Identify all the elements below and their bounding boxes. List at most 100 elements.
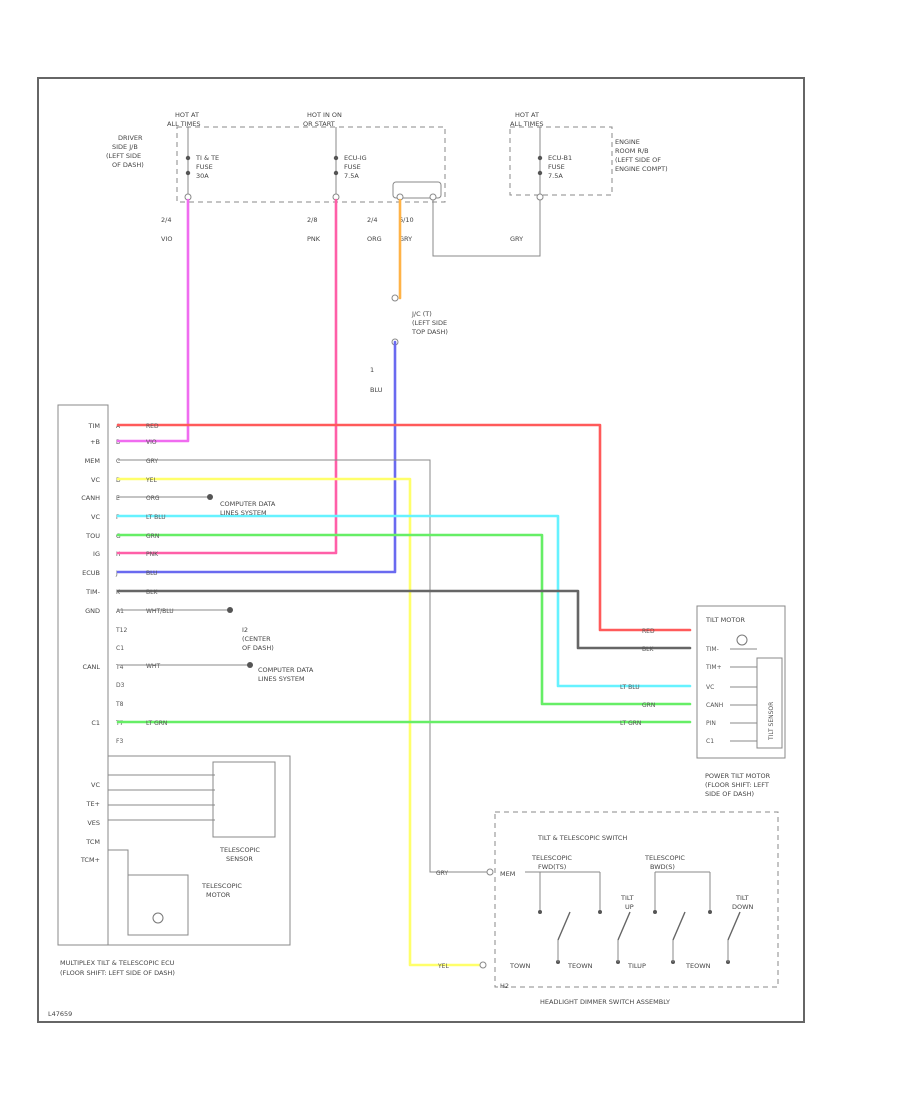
fuse-3-fuse: FUSE bbox=[548, 163, 565, 171]
ecu-pin-labels: TIM+BMEMVCCANHVCTOUIGECUBTIM-GNDCANLC1VC… bbox=[80, 422, 128, 864]
ecu-pin-num-10: A1 bbox=[116, 608, 124, 615]
fuse-3-terminal bbox=[536, 193, 544, 201]
ecu-pin-10: GND bbox=[85, 607, 100, 615]
pnk-row-label: PNK bbox=[146, 551, 159, 558]
pnk-wire bbox=[116, 198, 338, 555]
ecu-pin-num-11: T12 bbox=[115, 627, 127, 634]
ecu-pin-num-0: A bbox=[116, 423, 121, 430]
ecu-pin-num-15: T8 bbox=[115, 701, 124, 708]
switch-ground: H2 bbox=[500, 982, 509, 990]
tilt-motor-label: TILT MOTOR bbox=[705, 616, 745, 624]
computer-data-1b: LINES SYSTEM bbox=[220, 509, 267, 517]
hot-at-label-1: HOT AT bbox=[175, 111, 199, 119]
fuse-3-name: ECU-B1 bbox=[548, 154, 572, 162]
jb-terminal-box bbox=[392, 181, 442, 199]
ecu-pin-6: TOU bbox=[85, 532, 100, 540]
ecu-pin-18: VC bbox=[91, 781, 100, 789]
fuse-2-fuse: FUSE bbox=[344, 163, 361, 171]
ecu-label-1: MULTIPLEX TILT & TELESCOPIC ECU bbox=[60, 959, 175, 967]
switch-vc-terminal bbox=[479, 961, 487, 969]
driver-loc-2: SIDE J/B bbox=[112, 143, 138, 151]
switch-contacts bbox=[538, 910, 741, 964]
power-tilt-label-1: POWER TILT MOTOR bbox=[705, 772, 771, 780]
switch-title: TILT & TELESCOPIC SWITCH bbox=[537, 834, 627, 842]
ecu-body bbox=[57, 404, 109, 946]
tele-sensor-label-2: SENSOR bbox=[226, 855, 253, 863]
grn-wire bbox=[116, 533, 692, 706]
jc-top bbox=[391, 294, 399, 302]
vio-wire-label-2: VIO bbox=[146, 439, 157, 446]
tilt-pin-1: TIM+ bbox=[705, 664, 722, 671]
or-start-label: OR START bbox=[303, 120, 335, 128]
ecu-pin-num-14: D3 bbox=[116, 682, 125, 689]
ecu-pin-13: CANL bbox=[83, 663, 101, 671]
gry-mem-wire bbox=[118, 459, 488, 873]
ecu-pin-num-2: C bbox=[116, 458, 120, 465]
power-tilt-label-2: (FLOOR SHIFT: LEFT bbox=[705, 781, 769, 789]
sw-label-2: TEOWN bbox=[567, 962, 593, 970]
ecu-pin-num-7: H bbox=[116, 551, 121, 558]
all-times-label-1: ALL TIMES bbox=[167, 120, 200, 128]
fuse-1-fuse: FUSE bbox=[196, 163, 213, 171]
canh-dot bbox=[207, 494, 213, 500]
tele-motor-label-2: MOTOR bbox=[206, 891, 231, 899]
wire-blu-label: BLU bbox=[370, 386, 383, 394]
sw-label-4: TEOWN bbox=[685, 962, 711, 970]
wht-row-label: WHT bbox=[146, 663, 160, 670]
sw-top-dot-0 bbox=[538, 910, 542, 914]
tilt-sensor-box bbox=[756, 657, 783, 749]
computer-data-2b: LINES SYSTEM bbox=[258, 675, 305, 683]
yel-row-label: YEL bbox=[145, 477, 157, 484]
lt-blu-wire bbox=[116, 514, 692, 688]
ecu-pin-num-5: F bbox=[116, 514, 120, 521]
ecu-pin-num-13: T4 bbox=[115, 664, 124, 671]
ecu-pin-8: ECUB bbox=[82, 569, 100, 577]
tilt-dn-1: TILT bbox=[735, 894, 749, 902]
telescopic-motor-box bbox=[108, 849, 189, 936]
connector-c3: 2/4 bbox=[367, 216, 377, 224]
ecu-pin-5: VC bbox=[91, 513, 100, 521]
tilt-pin-3: CANH bbox=[706, 702, 723, 709]
engine-rb-outline bbox=[509, 126, 613, 196]
telescopic-sensor-box bbox=[212, 761, 276, 838]
ecu-pin-num-3: D bbox=[116, 477, 121, 484]
tele-bwd-2: BWD(S) bbox=[650, 863, 675, 871]
telescopic-motor-symbol bbox=[152, 912, 164, 924]
wire-org-label: ORG bbox=[367, 235, 382, 243]
switch-mem-terminal bbox=[486, 868, 494, 876]
engine-loc-1: ENGINE bbox=[615, 138, 640, 146]
tilt-pin-4: PIN bbox=[706, 720, 716, 727]
red-wire bbox=[116, 423, 692, 632]
tilt-sensor-label: TILT SENSOR bbox=[768, 702, 775, 741]
lt-grn-row-label: LT GRN bbox=[146, 720, 167, 727]
fuse-2-top-dot bbox=[333, 155, 339, 161]
sw-blade-1 bbox=[617, 911, 631, 941]
red-tilt-label: RED bbox=[642, 628, 655, 635]
tele-fwd-1: TELESCOPIC bbox=[531, 854, 572, 862]
wht-blu-row-label: WHT/BLU bbox=[146, 608, 174, 615]
switch-assembly-label: HEADLIGHT DIMMER SWITCH ASSEMBLY bbox=[540, 998, 670, 1006]
yel-switch-label: YEL bbox=[437, 963, 449, 970]
ecu-pin-1: +B bbox=[90, 438, 100, 446]
ecu-pin-num-1: B bbox=[116, 439, 120, 446]
tele-bwd-1: TELESCOPIC bbox=[644, 854, 685, 862]
sw-top-dot-3 bbox=[708, 910, 712, 914]
fuse-1-rating: 30A bbox=[196, 172, 209, 180]
ecu-pin-7: IG bbox=[93, 550, 100, 558]
power-tilt-label-3: SIDE OF DASH) bbox=[705, 790, 754, 798]
tilt-pin-0: TIM- bbox=[705, 646, 719, 653]
tele-fwd-2: FWD(TS) bbox=[538, 863, 566, 871]
tele-sensor-label-1: TELESCOPIC bbox=[219, 846, 260, 854]
fuse-1-name: TI & TE bbox=[195, 154, 219, 162]
sw-label-3: TILUP bbox=[627, 962, 646, 970]
tilt-dn-2: DOWN bbox=[732, 903, 754, 911]
ground-dot bbox=[227, 607, 233, 613]
lt-blu-tilt-label: LT BLU bbox=[620, 684, 640, 691]
hot-in-on-label: HOT IN ON bbox=[307, 111, 342, 119]
lt-blu-row-label: LT BLU bbox=[146, 514, 166, 521]
red-wire-label: RED bbox=[146, 423, 159, 430]
ecu-pin-num-4: E bbox=[116, 495, 120, 502]
ecu-pin-20: VES bbox=[87, 819, 100, 827]
